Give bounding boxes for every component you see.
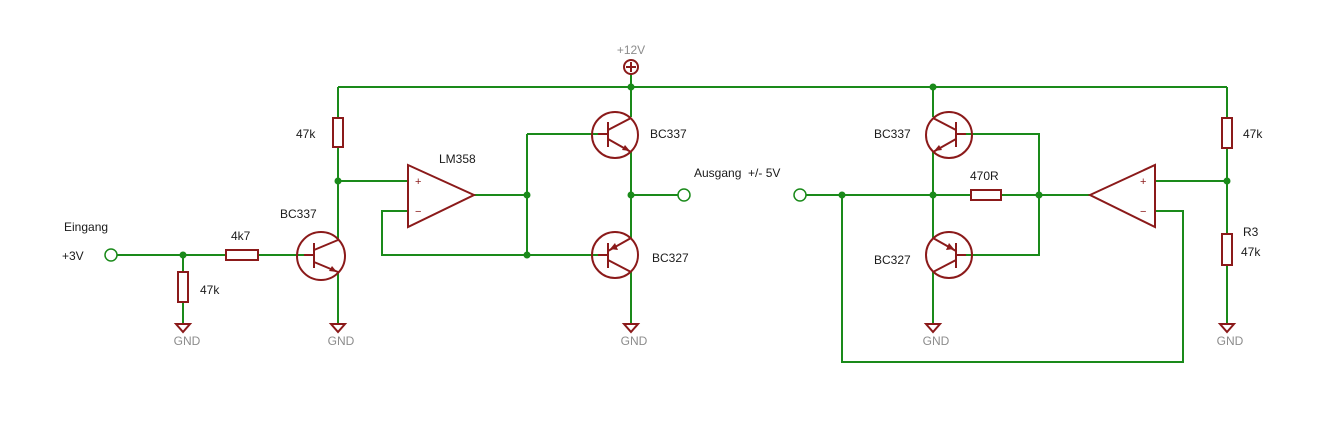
opamp-plus-label: +	[415, 176, 421, 188]
transistor-label: BC337	[280, 207, 317, 221]
npn-transistor-icon	[925, 111, 973, 159]
opamp-minus-label: −	[415, 206, 421, 218]
junction	[1223, 177, 1231, 185]
resistor-icon	[177, 271, 189, 303]
resistor-icon	[970, 189, 1002, 201]
npn-transistor-icon	[591, 111, 639, 159]
pnp-transistor-icon	[925, 231, 973, 279]
ground-icon	[173, 323, 193, 334]
opamp-icon: + −	[1087, 163, 1156, 229]
input-port-icon	[104, 248, 118, 262]
opamp-plus-label: +	[1140, 176, 1146, 188]
resistor-value-label: 47k	[1241, 245, 1261, 259]
ground-icon	[621, 323, 641, 334]
opamp-minus-label: −	[1140, 206, 1146, 218]
junction	[627, 83, 635, 91]
pnp-transistor-icon	[591, 231, 639, 279]
ground-label: GND	[923, 334, 950, 348]
ground-label: GND	[1217, 334, 1244, 348]
ground-label: GND	[328, 334, 355, 348]
resistor-icon	[1221, 117, 1233, 149]
resistor-value-label: 4k7	[231, 229, 251, 243]
ground-icon	[1217, 323, 1237, 334]
opamp-label: LM358	[439, 152, 476, 166]
resistor-value-label: 47k	[296, 127, 316, 141]
input-name-label: Eingang	[64, 220, 108, 234]
resistor-name-label: R3	[1243, 225, 1259, 239]
junction	[523, 251, 531, 259]
junction	[334, 177, 342, 185]
resistor-value-label: 470R	[970, 169, 999, 183]
junction	[929, 191, 937, 199]
ground-label: GND	[174, 334, 201, 348]
ground-icon	[923, 323, 943, 334]
output-label: Ausgang +/- 5V	[694, 166, 780, 180]
npn-transistor-icon	[296, 231, 346, 281]
junction	[1035, 191, 1043, 199]
resistor-icon	[1221, 233, 1233, 266]
input-voltage-label: +3V	[62, 249, 84, 263]
junction	[179, 251, 187, 259]
transistor-label: BC327	[652, 251, 689, 265]
opamp-icon: + −	[407, 163, 477, 229]
transistor-label: BC327	[874, 253, 911, 267]
supply-label: +12V	[617, 43, 645, 57]
resistor-icon	[225, 249, 259, 261]
resistor-value-label: 47k	[1243, 127, 1263, 141]
junction	[523, 191, 531, 199]
output-port-icon	[677, 188, 691, 202]
ground-label: GND	[621, 334, 648, 348]
junctions	[179, 83, 1231, 259]
resistor-value-label: 47k	[200, 283, 220, 297]
ground-icon	[328, 323, 348, 334]
junction	[627, 191, 635, 199]
resistor-icon	[332, 117, 344, 148]
input-port-icon	[793, 188, 807, 202]
transistor-label: BC337	[874, 127, 911, 141]
transistor-label: BC337	[650, 127, 687, 141]
supply-icon	[623, 59, 639, 75]
junction	[929, 83, 937, 91]
junction	[838, 191, 846, 199]
